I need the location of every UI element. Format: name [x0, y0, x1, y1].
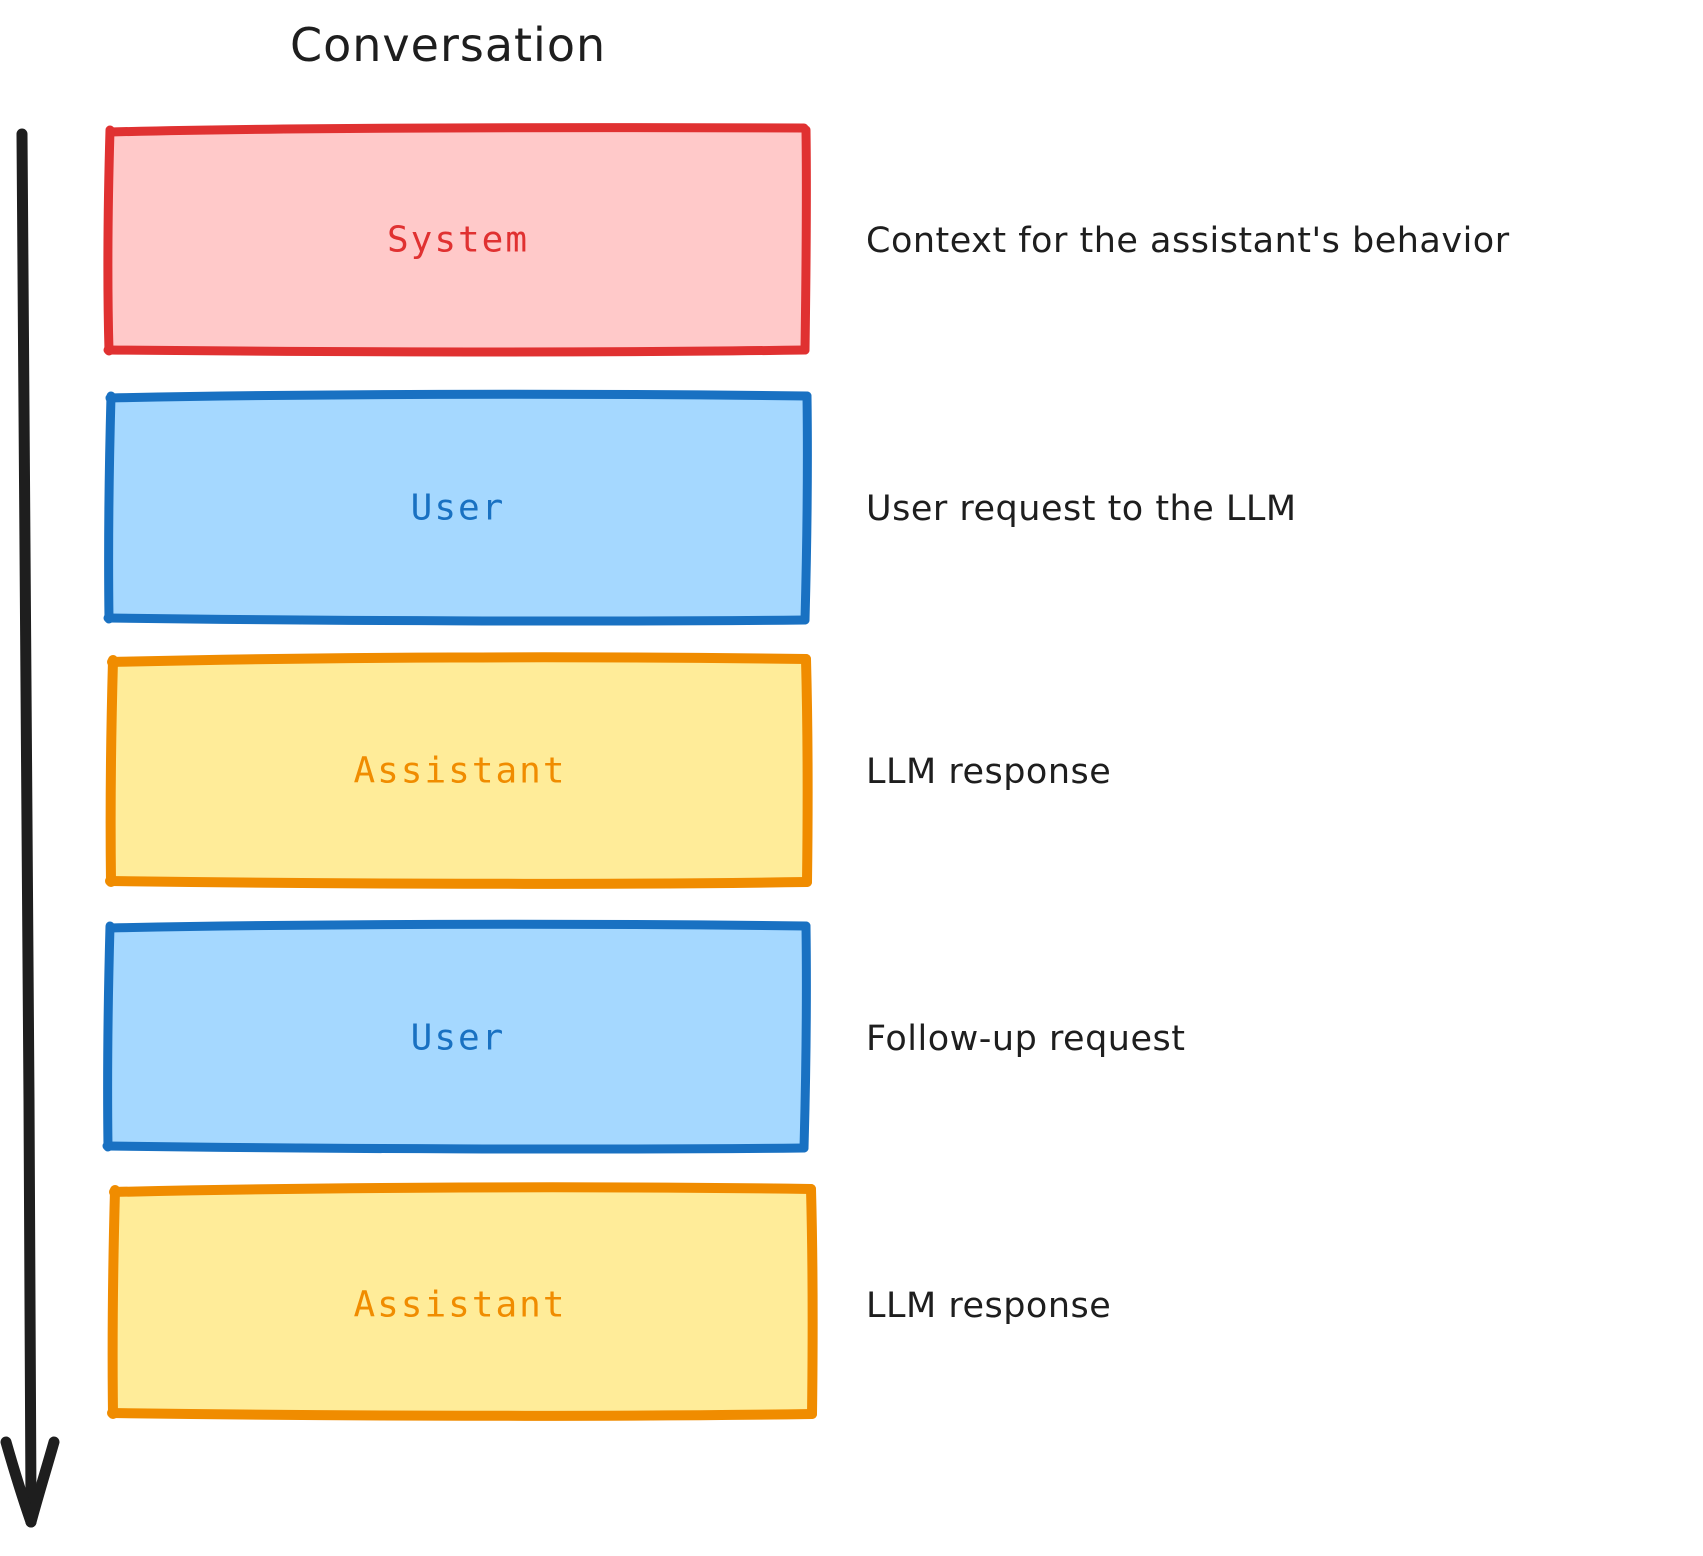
message-description-user-1: User request to the LLM [866, 489, 1297, 529]
message-role-label-assistant-1: Assistant [353, 750, 567, 792]
message-box-user-1[interactable] [103, 389, 812, 626]
message-box-assistant-1[interactable] [105, 652, 813, 889]
message-role-label-user-1: User [410, 487, 506, 529]
message-box-assistant-2[interactable] [107, 1182, 818, 1421]
message-role-label-assistant-2: Assistant [353, 1284, 567, 1326]
message-role-label-user-2: User [410, 1017, 506, 1059]
message-box-user-2[interactable] [102, 919, 811, 1154]
page-title: Conversation [290, 18, 607, 72]
message-box-system[interactable] [103, 123, 811, 357]
message-description-assistant-1: LLM response [866, 752, 1112, 792]
message-description-assistant-2: LLM response [866, 1286, 1112, 1326]
message-role-label-system: System [386, 219, 530, 261]
message-description-user-2: Follow-up request [866, 1019, 1186, 1059]
message-description-system: Context for the assistant's behavior [866, 221, 1510, 261]
downward-time-arrow-icon [0, 128, 60, 1528]
